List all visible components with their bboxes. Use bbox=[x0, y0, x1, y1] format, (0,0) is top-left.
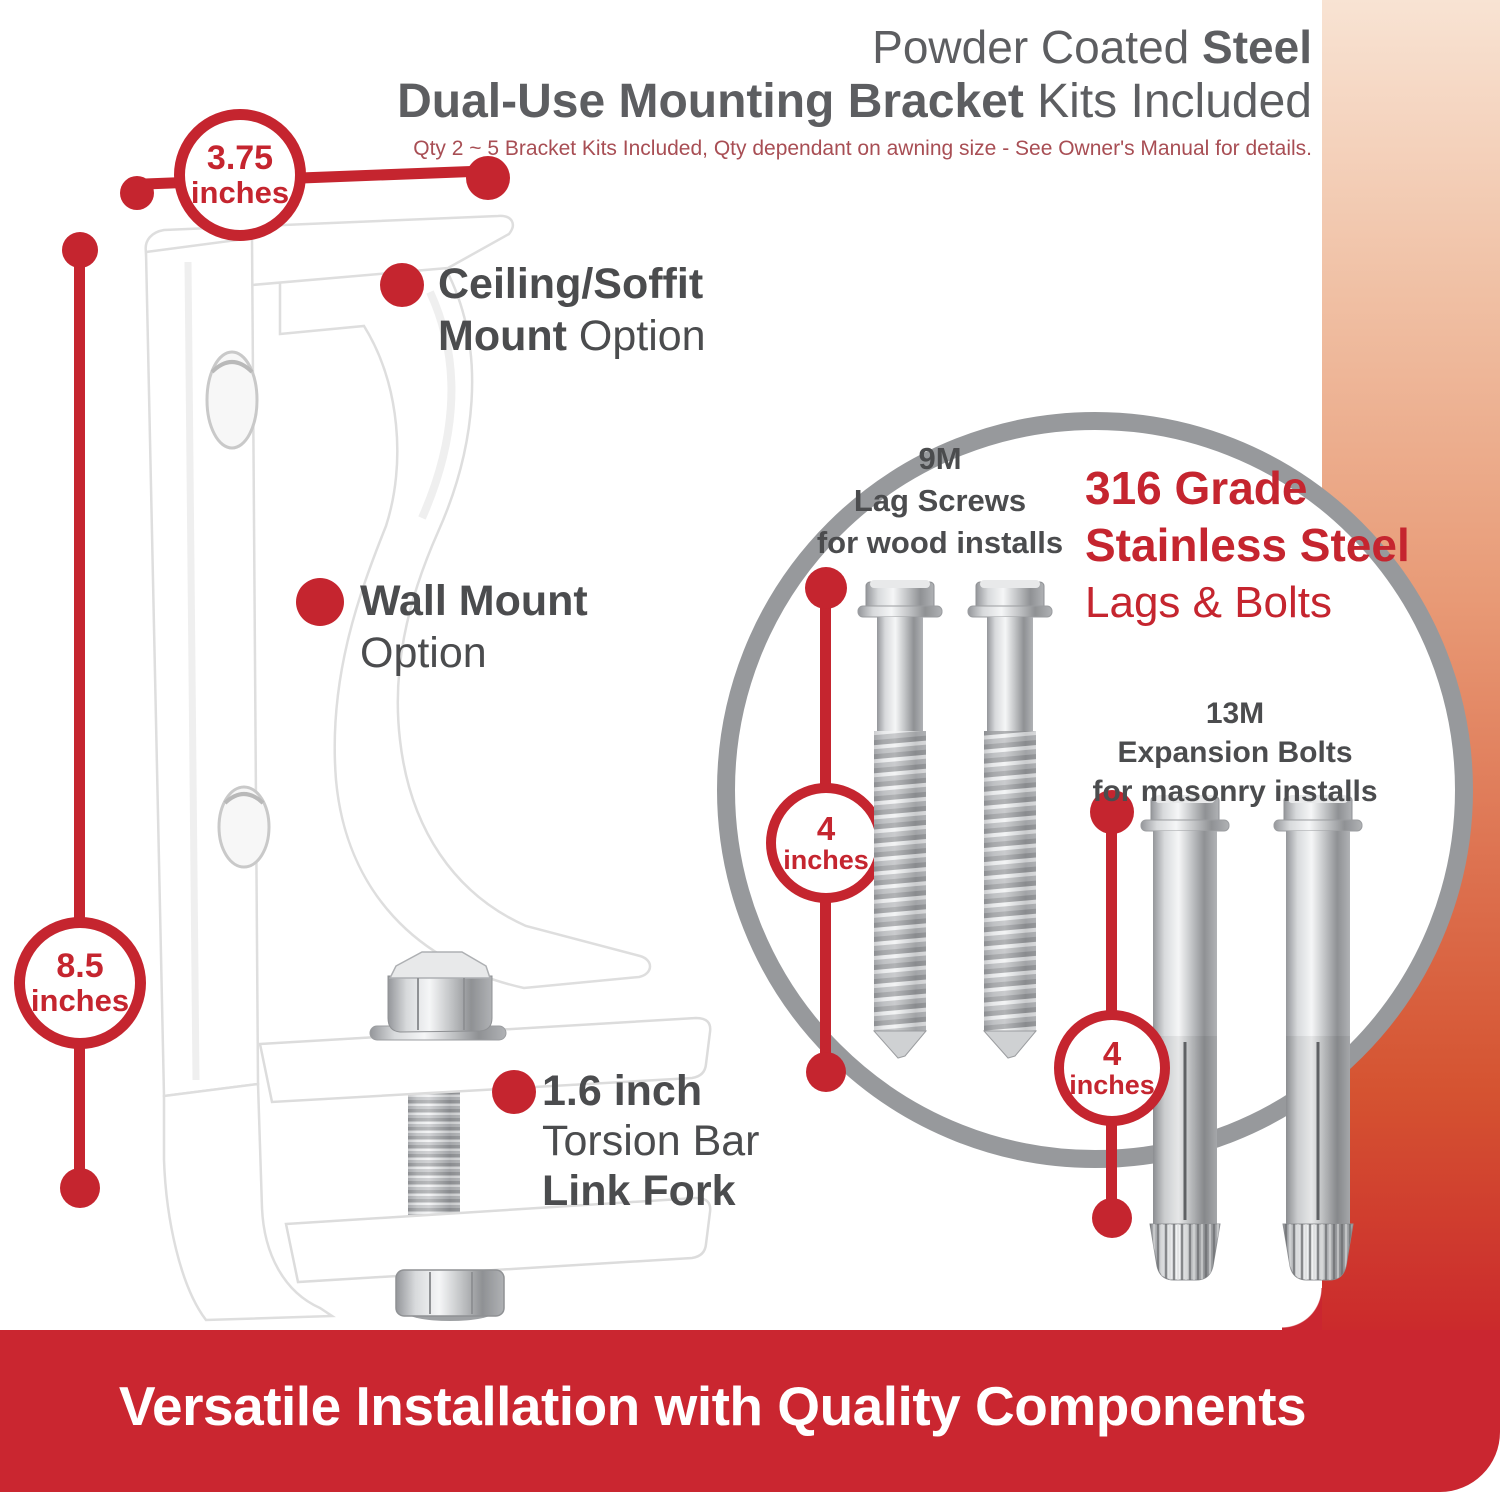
ceiling-label-bold2: Mount bbox=[438, 312, 567, 360]
expansion-bolts-label: 13M Expansion Bolts for masonry installs bbox=[1075, 694, 1395, 811]
header-title: Powder Coated Steel Dual-Use Mounting Br… bbox=[397, 20, 1312, 164]
lag-length-dot-top bbox=[805, 567, 847, 609]
width-value: 3.75 bbox=[206, 139, 274, 178]
bolt-length-value: 4 bbox=[1102, 1034, 1122, 1072]
fork-label-line2: Torsion Bar bbox=[542, 1117, 760, 1165]
expansion-bolt-1 bbox=[1140, 795, 1230, 1281]
bottom-banner bbox=[0, 1330, 1500, 1492]
wall-mount-label: Wall Mount Option bbox=[360, 575, 588, 679]
bracket-plate-bevel bbox=[184, 261, 200, 1081]
bracket-back-arm bbox=[278, 260, 652, 990]
wall-label-line1: Wall Mount bbox=[360, 577, 588, 625]
lag-length-dot-bottom bbox=[806, 1052, 846, 1092]
clamp-bottom-nut bbox=[395, 1269, 505, 1317]
bolt-length-dot-bottom bbox=[1092, 1198, 1132, 1238]
grade-line3: Lags & Bolts bbox=[1085, 578, 1333, 627]
bracket-shading bbox=[418, 290, 456, 520]
grade-line1: 316 Grade bbox=[1085, 462, 1308, 514]
ceiling-label-line2: Mount Option bbox=[438, 310, 706, 362]
bolt-length-unit: inches bbox=[1069, 1070, 1155, 1101]
bracket-foot bbox=[162, 1082, 336, 1322]
clamp-top-nut-top bbox=[388, 951, 492, 979]
height-unit: inches bbox=[30, 982, 130, 1018]
lag-length-unit: inches bbox=[783, 845, 869, 876]
header-line1-bold: Steel bbox=[1202, 21, 1312, 73]
lag-screw-1 bbox=[857, 580, 943, 1059]
wall-callout-dot bbox=[296, 578, 344, 626]
width-unit: inches bbox=[190, 174, 290, 210]
header-line2-bold: Dual-Use Mounting Bracket bbox=[397, 75, 1024, 128]
lag-label-line3: for wood installs bbox=[816, 525, 1064, 560]
height-value: 8.5 bbox=[56, 947, 104, 986]
clamp-top-nut-body bbox=[387, 975, 493, 1033]
wall-label-line2: Option bbox=[360, 629, 487, 677]
width-dimension-dot-left bbox=[120, 176, 154, 210]
bracket-slot-upper bbox=[205, 350, 259, 450]
banner-title: Versatile Installation with Quality Comp… bbox=[118, 1375, 1307, 1437]
lag-screws-label: 9M Lag Screws for wood installs bbox=[790, 438, 1090, 564]
banner-corner-fillet bbox=[1282, 1288, 1322, 1330]
header-line2: Dual-Use Mounting Bracket Kits Included bbox=[397, 74, 1312, 130]
steel-grade-label: 316 Grade Stainless Steel Lags & Bolts bbox=[1085, 460, 1410, 631]
height-dimension-dot-bottom bbox=[60, 1168, 100, 1208]
height-dimension-dot-top bbox=[62, 232, 98, 268]
bracket-slot-lower-shadow bbox=[223, 792, 265, 805]
link-fork-label: 1.6 inch Torsion Bar Link Fork bbox=[542, 1066, 759, 1216]
lag-screw-2 bbox=[967, 580, 1053, 1059]
bolt-label-line1: 13M bbox=[1205, 697, 1265, 730]
height-dimension-line bbox=[74, 250, 85, 1188]
grade-line2: Stainless Steel bbox=[1085, 519, 1410, 571]
header-qty-note: Qty 2 ~ 5 Bracket Kits Included, Qty dep… bbox=[413, 137, 1312, 160]
width-dimension-dot-right bbox=[466, 156, 510, 200]
lag-label-line1: 9M bbox=[918, 441, 962, 476]
bolt-label-line3: for masonry installs bbox=[1092, 775, 1378, 808]
header-line2-regular: Kits Included bbox=[1023, 75, 1312, 128]
header-line1-regular: Powder Coated bbox=[872, 21, 1203, 73]
bolt-length-dot-top bbox=[1090, 790, 1134, 834]
fork-callout-dot bbox=[492, 1070, 536, 1114]
width-badge: 3.75 inches bbox=[174, 109, 306, 241]
bracket-illustration bbox=[144, 214, 712, 1322]
fork-label-line3: Link Fork bbox=[542, 1167, 736, 1215]
header-line1: Powder Coated Steel bbox=[397, 20, 1312, 74]
clamp-lower-jaw bbox=[284, 1196, 712, 1284]
ceiling-label-line1: Ceiling/Soffit bbox=[438, 260, 704, 308]
height-badge: 8.5 inches bbox=[14, 917, 146, 1049]
ceiling-mount-label: Ceiling/Soffit Mount Option bbox=[438, 258, 706, 362]
bracket-slot-lower bbox=[217, 785, 271, 869]
lag-length-value: 4 bbox=[816, 809, 836, 847]
expansion-bolt-2 bbox=[1273, 795, 1363, 1281]
ceiling-callout-dot bbox=[380, 263, 424, 307]
bolt-length-badge: 4 inches bbox=[1054, 1010, 1170, 1126]
bracket-slot-upper-shadow bbox=[210, 360, 254, 374]
hardware-illustration bbox=[857, 580, 1363, 1281]
lag-label-line2: Lag Screws bbox=[853, 483, 1027, 518]
ceiling-label-regular: Option bbox=[566, 312, 706, 360]
fork-label-line1: 1.6 inch bbox=[542, 1067, 703, 1115]
bolt-label-line2: Expansion Bolts bbox=[1117, 736, 1353, 769]
